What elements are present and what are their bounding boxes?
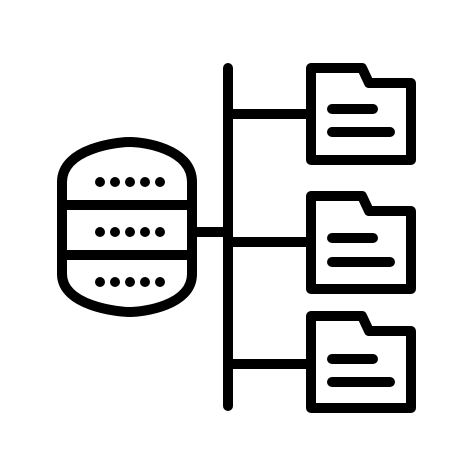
disk-1-dot-5 bbox=[155, 177, 165, 187]
disk-3-dot-2 bbox=[110, 277, 120, 287]
database-body bbox=[57, 137, 197, 317]
disk-3-dot-4 bbox=[140, 277, 150, 287]
disk-2-dot-3 bbox=[125, 227, 135, 237]
folder-icon-1 bbox=[306, 63, 416, 165]
disk-1-dot-2 bbox=[110, 177, 120, 187]
disk-3-dot-5 bbox=[155, 277, 165, 287]
disk-2-dot-5 bbox=[155, 227, 165, 237]
disk-2-dot-4 bbox=[140, 227, 150, 237]
disk-1-dot-4 bbox=[140, 177, 150, 187]
folder-icon-2 bbox=[306, 191, 416, 294]
disk-3-dot-3 bbox=[125, 277, 135, 287]
folder-icon-3 bbox=[306, 311, 416, 413]
disk-3-dot-1 bbox=[95, 277, 105, 287]
disk-2-dot-2 bbox=[110, 227, 120, 237]
disk-1-dot-1 bbox=[95, 177, 105, 187]
disk-2-dot-1 bbox=[95, 227, 105, 237]
disk-1-dot-3 bbox=[125, 177, 135, 187]
